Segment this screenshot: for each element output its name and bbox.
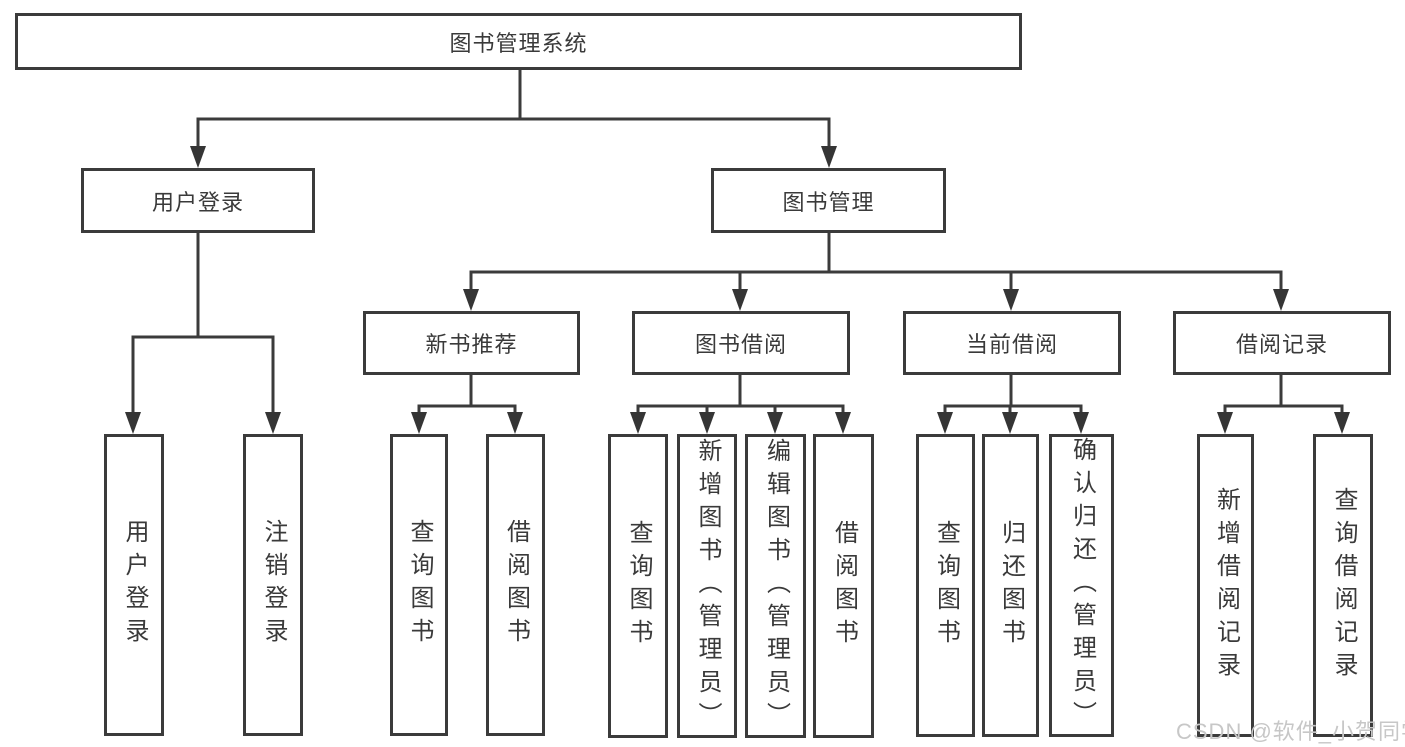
leaf-cb-return-books: 归还图书 [982,434,1039,737]
node-new-book-recommend: 新书推荐 [363,311,580,375]
leaf-cb-confirm-return-admin: 确认归还（管理员） [1049,434,1114,737]
leaf-bb-edit-books-admin-label: 编辑图书（管理员） [762,437,790,735]
leaf-nb-borrow-books-label: 借阅图书 [502,519,530,651]
node-user-login-label: 用户登录 [151,189,244,215]
node-root-label: 图书管理系统 [449,30,588,56]
leaf-logout: 注销登录 [243,434,303,736]
node-book-borrow: 图书借阅 [632,311,850,375]
node-new-book-recommend-label: 新书推荐 [425,332,518,357]
leaf-bb-query-books-label: 查询图书 [625,520,652,652]
leaf-cb-query-books-label: 查询图书 [932,519,960,652]
leaf-nb-query-books-label: 查询图书 [406,519,433,651]
leaf-nb-query-books: 查询图书 [390,434,448,736]
leaf-cb-return-books-label: 归还图书 [997,519,1025,652]
leaf-br-add-record-label: 新增借阅记录 [1212,486,1240,685]
leaf-bb-add-books-admin: 新增图书（管理员） [677,434,737,738]
leaf-user-login-label: 用户登录 [121,519,148,651]
watermark: CSDN @软件_小贺同学 [1176,719,1405,744]
node-current-borrow-label: 当前借阅 [965,332,1058,357]
node-book-borrow-label: 图书借阅 [694,332,787,357]
leaf-cb-confirm-return-admin-label: 确认归还（管理员） [1068,437,1096,734]
leaf-bb-borrow-books-label: 借阅图书 [830,520,858,652]
leaf-bb-query-books: 查询图书 [608,434,668,738]
leaf-bb-borrow-books: 借阅图书 [813,434,874,738]
node-borrow-records-label: 借阅记录 [1235,332,1328,357]
leaf-logout-label: 注销登录 [260,519,287,651]
node-root: 图书管理系统 [15,13,1022,70]
leaf-br-query-record-label: 查询借阅记录 [1330,486,1357,685]
node-borrow-records: 借阅记录 [1173,311,1391,375]
node-current-borrow: 当前借阅 [903,311,1121,375]
leaf-user-login: 用户登录 [104,434,164,736]
leaf-bb-add-books-admin-label: 新增图书（管理员） [694,437,721,735]
leaf-br-query-record: 查询借阅记录 [1313,434,1373,737]
node-book-management: 图书管理 [711,168,946,233]
leaf-cb-query-books: 查询图书 [916,434,975,737]
leaf-nb-borrow-books: 借阅图书 [486,434,545,736]
leaf-bb-edit-books-admin: 编辑图书（管理员） [745,434,806,738]
leaf-br-add-record: 新增借阅记录 [1197,434,1254,737]
node-book-management-label: 图书管理 [782,189,875,215]
node-user-login: 用户登录 [81,168,315,233]
